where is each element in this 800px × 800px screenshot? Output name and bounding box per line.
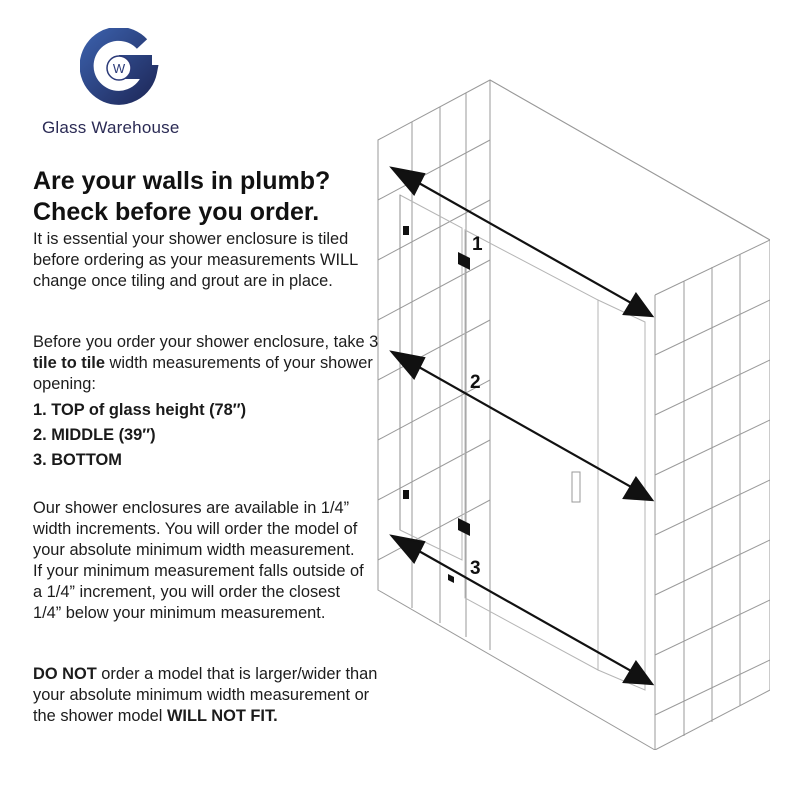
- clamp-icon: [458, 518, 470, 536]
- arrowhead-icon: [622, 660, 655, 686]
- hardware: [403, 226, 581, 583]
- intro-paragraph: It is essential your shower enclosure is…: [33, 230, 358, 290]
- svg-text:W: W: [113, 61, 126, 76]
- measurement-label-1: 1: [472, 234, 483, 255]
- measurement-steps: 1. TOP of glass height (78″) 2. MIDDLE (…: [33, 398, 246, 473]
- arrowhead-icon: [389, 534, 426, 564]
- measurement-arrows: [389, 166, 655, 686]
- door-panel: [464, 229, 599, 671]
- headline: Are your walls in plumb? Check before yo…: [33, 166, 373, 228]
- warning-bold-2: WILL NOT FIT.: [166, 707, 278, 725]
- warning-bold-1: DO NOT: [33, 665, 97, 683]
- shower-enclosure-diagram: 1 2 3: [377, 79, 770, 750]
- step-top: 1. TOP of glass height (78″): [33, 401, 247, 419]
- fixed-panel: [399, 194, 463, 561]
- warning-paragraph: DO NOT order a model that is larger/wide…: [33, 664, 383, 727]
- clamp-icon: [458, 252, 470, 270]
- hinge-icon: [403, 226, 409, 235]
- brand-name: Glass Warehouse: [42, 118, 180, 137]
- door-handle-icon: [571, 471, 581, 503]
- step-middle: 2. MIDDLE (39″): [33, 426, 156, 444]
- logo: W Glass Warehouse: [40, 28, 210, 148]
- arrowhead-icon: [389, 350, 426, 380]
- headline-line-2: Check before you order.: [33, 198, 320, 226]
- arrowhead-icon: [622, 476, 655, 502]
- measure-text-2: width measurements of your shower openin…: [33, 354, 373, 393]
- measure-bold: tile to tile: [33, 354, 105, 372]
- arrowhead-icon: [622, 292, 655, 318]
- measure-instructions: Before you order your shower enclosure, …: [33, 332, 383, 395]
- measure-text-1: Before you order your shower enclosure, …: [33, 333, 379, 351]
- clamp-icon: [448, 574, 454, 583]
- availability-paragraph: Our shower enclosures are available in 1…: [33, 499, 364, 622]
- measurement-label-3: 3: [470, 558, 481, 579]
- headline-line-1: Are your walls in plumb?: [33, 167, 331, 195]
- back-wall-outline: [377, 79, 770, 750]
- glass-warehouse-logo-icon: W: [80, 28, 159, 105]
- warning-text: order a model that is larger/wider than …: [33, 665, 378, 725]
- tile-grid: [377, 79, 770, 750]
- arrowhead-icon: [389, 166, 426, 196]
- measurement-label-2: 2: [470, 372, 481, 393]
- hinge-icon: [403, 490, 409, 499]
- glass-panels: [399, 194, 646, 691]
- step-bottom: 3. BOTTOM: [33, 451, 122, 469]
